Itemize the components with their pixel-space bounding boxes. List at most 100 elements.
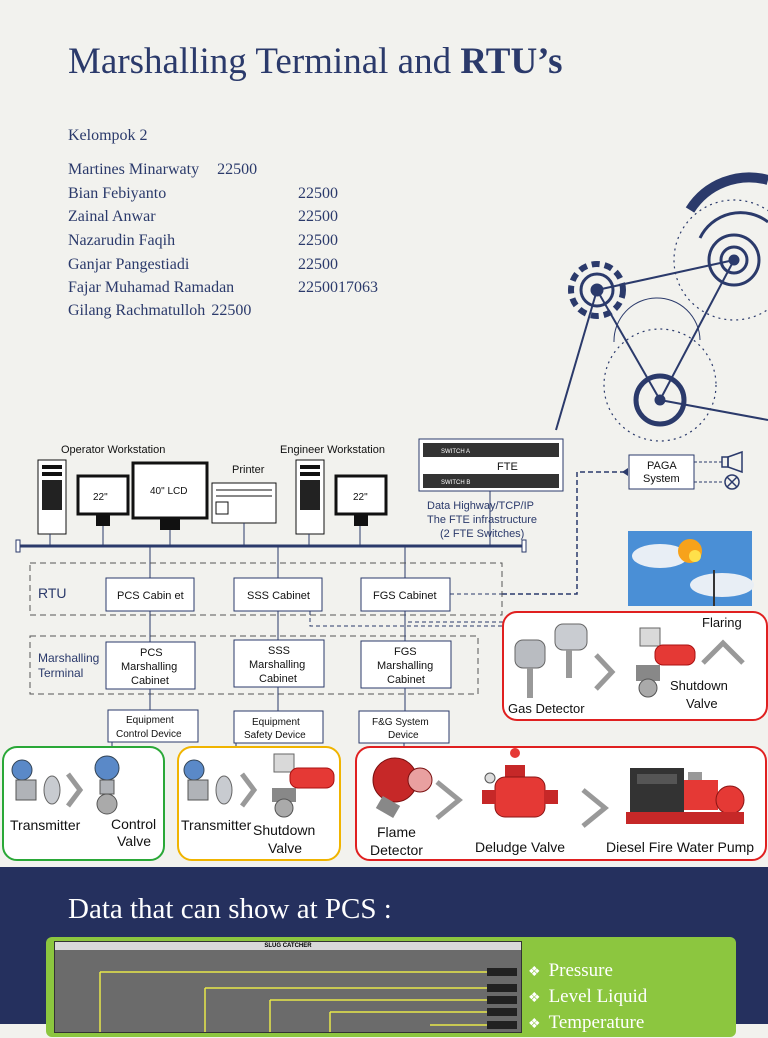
switch-a-icon	[423, 443, 559, 457]
gears-decoration-icon	[555, 172, 768, 442]
equipment-safety-label: Safety Device	[244, 730, 306, 741]
member-name: Ganjar Pangestiadi	[68, 256, 190, 273]
operator-workstation-label: Operator Workstation	[61, 444, 165, 456]
sss-marshalling-label: Cabinet	[259, 673, 297, 685]
member-nim: 22500	[211, 302, 252, 319]
fgs-marshalling-label: Cabinet	[387, 674, 425, 686]
shutdown-valve-label: Shutdown	[670, 678, 728, 693]
hmi-screenshot: SLUG CATCHER	[54, 941, 522, 1033]
member-row: Martines Minarwaty 22500	[68, 161, 257, 179]
control-valve-label: Control	[111, 816, 156, 832]
paga-label: PAGA	[647, 460, 677, 472]
flame-detector-label: Detector	[370, 842, 423, 858]
chevron-right-icon	[581, 788, 609, 828]
member-name: Martines Minarwaty	[68, 161, 200, 178]
fgs-marshalling-label: Marshalling	[377, 660, 433, 672]
marshalling-terminal-label: Terminal	[38, 666, 83, 680]
switch-b-icon	[423, 474, 559, 488]
fgs-cabinet-label: FGS Cabinet	[373, 590, 437, 602]
equipment-control-label: Equipment	[126, 715, 174, 726]
chevron-up-icon	[701, 639, 745, 665]
pcs-data-list: ❖ Pressure ❖Level Liquid ❖Temperature	[528, 960, 647, 1038]
fte-caption-line: (2 FTE Switches)	[440, 528, 524, 540]
diesel-pump-label: Diesel Fire Water Pump	[606, 839, 754, 855]
pcs-cabinet-label: PCS Cabin et	[117, 590, 184, 602]
flame-detector-label: Flame	[377, 824, 416, 840]
fte-label: FTE	[497, 461, 518, 473]
monitor-lcd-label: 40" LCD	[150, 486, 187, 497]
deluge-valve-icon	[482, 748, 558, 818]
transmitter-label: Transmitter	[10, 817, 81, 833]
list-item: ❖ Pressure	[528, 960, 647, 986]
hmi-piping-diagram	[99, 968, 517, 1032]
speaker-icon	[721, 450, 743, 474]
fg-system-box	[358, 710, 450, 744]
equipment-control-label: Control Device	[116, 729, 182, 740]
sss-cabinet-label: SSS Cabinet	[247, 590, 310, 602]
fgs-cabinet-box	[360, 577, 451, 612]
operator-computer-icon	[37, 459, 209, 535]
diamond-bullet-icon: ❖	[528, 1017, 541, 1032]
transmitter-icon	[183, 759, 233, 805]
member-nim: 22500	[298, 256, 338, 273]
sss-cabinet-box	[233, 577, 323, 612]
switch-a-label: SWITCH A	[441, 449, 470, 455]
group-label: Kelompok 2	[68, 127, 148, 144]
fg-system-label: Device	[388, 730, 419, 741]
title-main: Marshalling Terminal and	[68, 41, 461, 82]
rtu-label: RTU	[38, 585, 67, 601]
diamond-bullet-icon: ❖	[528, 965, 541, 980]
pcs-marshalling-label: Cabinet	[131, 675, 169, 687]
transmitter-label: Transmitter	[181, 817, 252, 833]
equipment-safety-label: Equipment	[252, 717, 300, 728]
pcs-marshalling-label: Marshalling	[121, 661, 177, 673]
flare-photo	[628, 531, 754, 606]
hmi-screen-title: SLUG CATCHER	[55, 942, 521, 950]
sss-marshalling-label: Marshalling	[249, 659, 305, 671]
list-item-label: Pressure	[548, 960, 613, 981]
engineer-workstation-label: Engineer Workstation	[280, 444, 385, 456]
member-row: Bian Febiyanto 22500	[68, 185, 338, 203]
fgs-marshalling-label: FGS	[394, 646, 417, 658]
control-valve-icon	[94, 755, 120, 815]
shutdown-valve-label: Shutdown	[253, 822, 315, 838]
fte-caption-line: The FTE infrastructure	[427, 514, 537, 526]
sss-marshalling-label: SSS	[268, 645, 290, 657]
pcs-data-heading: Data that can show at PCS :	[68, 893, 392, 925]
diamond-bullet-icon: ❖	[528, 991, 541, 1006]
equipment-safety-box	[233, 710, 324, 744]
member-name: Zainal Anwar	[68, 208, 156, 225]
member-nim: 2250017063	[298, 279, 378, 296]
paga-label: System	[643, 473, 680, 485]
monitor-size-label: 22"	[93, 492, 108, 503]
list-item: ❖Level Liquid	[528, 986, 647, 1012]
member-row: Gilang Rachmatulloh 22500	[68, 302, 251, 320]
control-valve-label: Valve	[117, 833, 151, 849]
shutdown-valve-label: Valve	[686, 696, 718, 711]
chevron-right-icon	[435, 780, 463, 820]
sss-marshalling-box	[233, 639, 325, 688]
marshalling-terminal-label: Marshalling	[38, 651, 99, 665]
printer-label: Printer	[232, 464, 265, 476]
paga-link	[502, 471, 628, 595]
diesel-pump-icon	[626, 768, 745, 824]
shutdown-valve-icon	[636, 627, 696, 698]
member-nim: 22500	[298, 185, 338, 202]
chevron-right-icon	[240, 772, 258, 808]
pcs-cabinet-box	[105, 577, 195, 612]
pcs-device-group	[2, 746, 165, 861]
slide-title: Marshalling Terminal and RTU’s	[68, 40, 563, 83]
chevron-right-icon	[594, 653, 616, 691]
printer-icon	[211, 482, 277, 524]
list-item: ❖Temperature	[528, 1012, 647, 1038]
marshalling-terminal-group	[29, 635, 479, 695]
member-nim: 22500	[217, 161, 258, 178]
shutdown-valve-icon	[272, 753, 335, 818]
transmitter-icon	[11, 759, 61, 805]
deluge-valve-label: Deludge Valve	[475, 839, 565, 855]
gas-detector-icon	[514, 623, 588, 698]
engineer-computer-icon	[295, 459, 388, 535]
member-name: Bian Febiyanto	[68, 185, 167, 202]
